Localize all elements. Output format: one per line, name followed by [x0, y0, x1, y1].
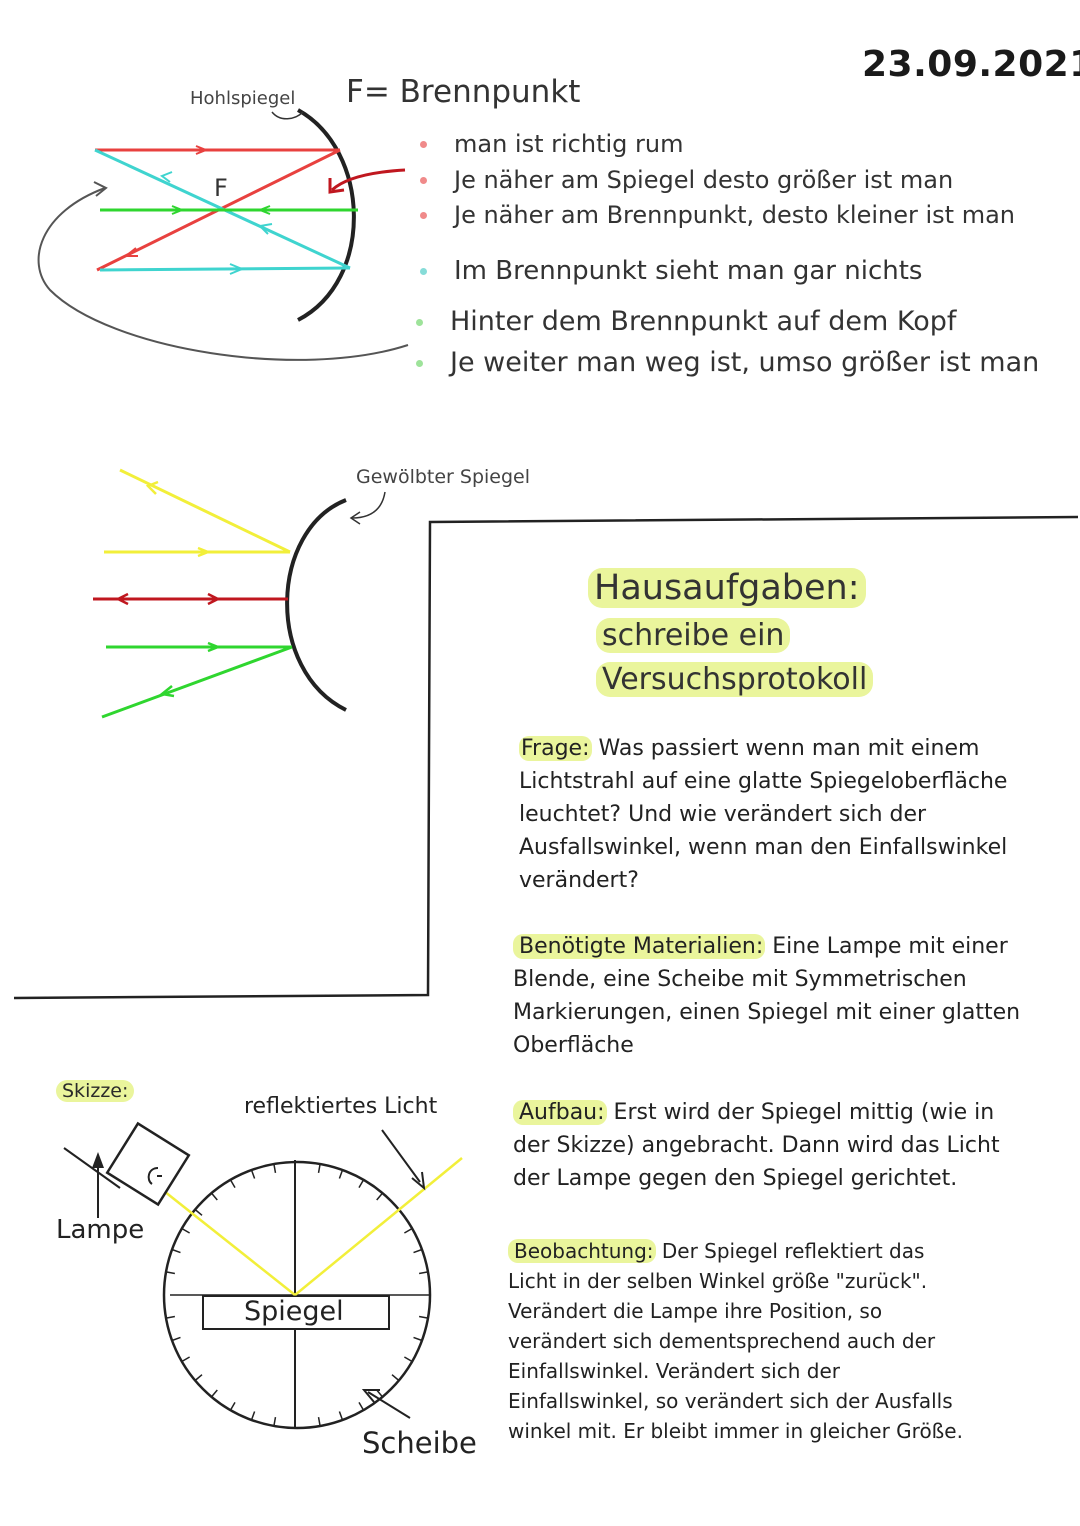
- sketch-diagram: [63, 1121, 463, 1430]
- homework-line-3-text: Versuchsprotokoll: [596, 662, 874, 697]
- disc-tick: [165, 1271, 176, 1275]
- homework-title-text: Hausaufgaben:: [588, 568, 866, 608]
- disc-tick: [181, 1356, 190, 1363]
- observation-text: Der Spiegel reflektiert das Licht in der…: [508, 1239, 963, 1443]
- disc-tick: [229, 1402, 236, 1411]
- concave-mirror-arc: [297, 108, 356, 322]
- mirror-rect: [202, 1295, 390, 1330]
- disc-tick: [358, 1179, 365, 1188]
- concave-mirror-label: Hohlspiegel: [190, 88, 296, 109]
- homework-line-2-text: schreibe ein: [596, 618, 791, 653]
- disc-tick: [229, 1179, 236, 1188]
- setup-label: Aufbau:: [513, 1100, 607, 1125]
- disc-tick: [250, 1169, 256, 1179]
- disc-tick: [165, 1315, 176, 1319]
- list-item: Je näher am Spiegel desto größer ist man: [420, 166, 954, 194]
- disc-tick: [404, 1227, 413, 1234]
- disc-tick: [418, 1271, 429, 1275]
- bullet-dot: [420, 268, 427, 275]
- gewoelbter-pointer-arrow: [351, 491, 386, 519]
- disc-tick: [391, 1374, 400, 1382]
- lamp-label: Lampe: [56, 1215, 145, 1245]
- disc-tick: [250, 1411, 256, 1421]
- disc-tick: [171, 1336, 181, 1342]
- sketch-label-text: Skizze:: [56, 1080, 135, 1102]
- convex-mirror-label: Gewölbter Spiegel: [356, 466, 531, 488]
- disc-tick: [358, 1402, 365, 1411]
- hohlspiegel-pointer-arrow: [271, 111, 304, 120]
- disc-tick: [317, 1416, 321, 1427]
- list-item: Je weiter man weg ist, umso größer ist m…: [416, 347, 1040, 378]
- bullet-text: Im Brennpunkt sieht man gar nichts: [454, 256, 923, 286]
- materials-text: Eine Lampe mit einer Blende, eine Scheib…: [513, 934, 1021, 1058]
- materials-paragraph: Benötigte Materialien: Eine Lampe mit ei…: [513, 930, 1023, 1062]
- bullet-dot: [420, 141, 427, 148]
- setup-text: Erst wird der Spiegel mittig (wie in der…: [513, 1100, 1000, 1191]
- disc-tick: [171, 1248, 181, 1254]
- disc-label: Scheibe: [362, 1426, 477, 1460]
- loop-arrow: [37, 187, 409, 361]
- bullet-text: Je näher am Spiegel desto größer ist man: [454, 166, 954, 194]
- bullet-dot: [416, 318, 423, 326]
- materials-label: Benötigte Materialien:: [513, 934, 766, 959]
- question-text: Was passiert wenn man mit einem Lichtstr…: [519, 736, 1008, 893]
- convex-mirror-diagram: [93, 468, 386, 719]
- disc-tick: [273, 1163, 277, 1174]
- bullet-dot: [416, 359, 423, 367]
- bullet-text: Je näher am Brennpunkt, desto kleiner is…: [454, 201, 1015, 229]
- disc-tick: [404, 1356, 413, 1363]
- list-item: man ist richtig rum: [420, 130, 684, 158]
- observation-label: Beobachtung:: [508, 1239, 656, 1263]
- reflected-light-label: reflektiertes Licht: [244, 1094, 438, 1119]
- bullet-text: Je weiter man weg ist, umso größer ist m…: [450, 347, 1040, 378]
- disc-tick: [376, 1192, 384, 1201]
- bullet-dot: [420, 212, 427, 219]
- disc-tick: [413, 1248, 423, 1254]
- focus-point-label: F: [214, 174, 228, 202]
- disc-tick: [317, 1163, 321, 1174]
- disc-tick: [210, 1192, 218, 1201]
- bullet-text: Hinter dem Brennpunkt auf dem Kopf: [450, 306, 957, 337]
- date: 23.09.2021: [862, 44, 1080, 85]
- sketch-label: Skizze:: [56, 1080, 135, 1102]
- bullet-dot: [420, 177, 427, 184]
- list-item: Je näher am Brennpunkt, desto kleiner is…: [420, 201, 1015, 229]
- disc-tick: [418, 1315, 429, 1319]
- homework-line-3: Versuchsprotokoll: [596, 662, 874, 697]
- mirror-label: Spiegel: [244, 1296, 344, 1327]
- question-paragraph: Frage: Was passiert wenn man mit einem L…: [519, 732, 1019, 897]
- homework-frame: [13, 515, 1079, 1000]
- disc-tick: [194, 1208, 203, 1216]
- pointer-arrow-to-mirror: [330, 168, 406, 192]
- disc-tick: [338, 1169, 344, 1179]
- disc-tick: [194, 1374, 203, 1382]
- disc-tick: [413, 1336, 423, 1342]
- focus-heading: F= Brennpunkt: [346, 74, 581, 110]
- homework-line-2: schreibe ein: [596, 618, 791, 653]
- question-label: Frage:: [519, 736, 592, 761]
- homework-title: Hausaufgaben:: [588, 568, 866, 608]
- disc-tick: [338, 1411, 344, 1421]
- disc-tick: [181, 1227, 190, 1234]
- observation-paragraph: Beobachtung: Der Spiegel reflektiert das…: [508, 1236, 978, 1446]
- disc-tick: [376, 1389, 384, 1398]
- disc-tick: [210, 1389, 218, 1398]
- bullet-text: man ist richtig rum: [454, 130, 684, 158]
- setup-paragraph: Aufbau: Erst wird der Spiegel mittig (wi…: [513, 1096, 1013, 1195]
- list-item: Im Brennpunkt sieht man gar nichts: [420, 256, 923, 286]
- lamp-icon: [63, 1121, 191, 1207]
- convex-mirror-arc: [285, 498, 347, 712]
- disc-tick: [273, 1416, 277, 1427]
- concave-mirror-diagram: [37, 108, 409, 361]
- list-item: Hinter dem Brennpunkt auf dem Kopf: [416, 306, 957, 337]
